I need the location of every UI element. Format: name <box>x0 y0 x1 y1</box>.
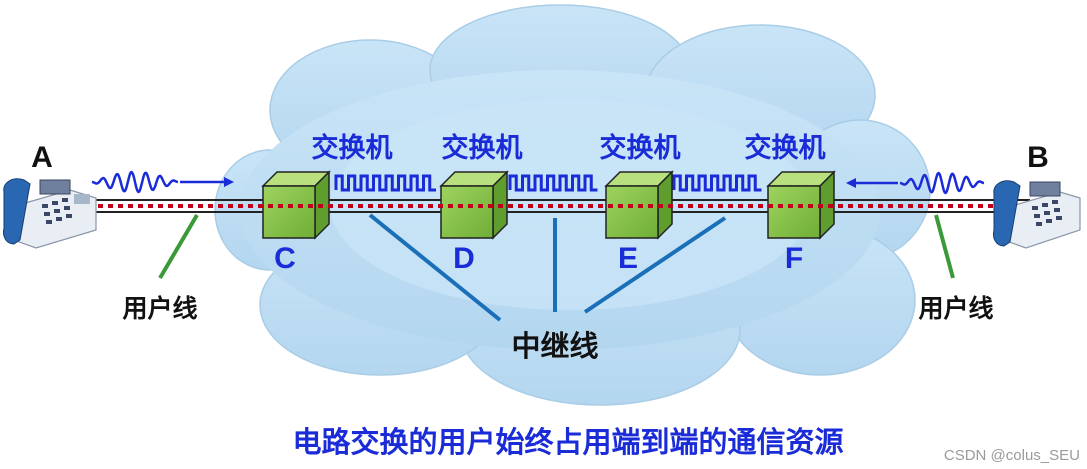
watermark: CSDN @colus_SEU <box>944 447 1080 464</box>
endpoint-label-b: B <box>1027 141 1049 174</box>
user-line-label-right: 用户线 <box>918 294 993 323</box>
switch-cube-icon <box>604 170 674 240</box>
switch-node-label: C <box>274 242 296 275</box>
switch-title: 交换机 <box>312 132 393 164</box>
trunk-lines <box>368 213 727 322</box>
trunk-signal-waves <box>334 174 762 192</box>
switch-node-label: D <box>453 242 475 275</box>
signal-wave-icon <box>91 170 234 194</box>
switch-title: 交换机 <box>745 132 826 164</box>
switch-node-label: E <box>618 242 638 275</box>
telephone-icon <box>993 180 1081 249</box>
user-line-indicators <box>158 213 955 280</box>
telephone-icon <box>3 178 97 249</box>
trunk-line-label: 中继线 <box>511 329 598 363</box>
switch-title: 交换机 <box>600 132 681 164</box>
switch-node-label: F <box>785 242 803 275</box>
switch-cube-icon <box>766 170 836 240</box>
endpoint-label-a: A <box>31 141 53 174</box>
physical-line <box>60 199 1030 213</box>
user-line-label-left: 用户线 <box>122 294 197 323</box>
caption: 电路交换的用户始终占用端到端的通信资源 <box>292 425 843 459</box>
switch-title: 交换机 <box>442 132 523 164</box>
signal-wave-icon <box>846 171 985 195</box>
